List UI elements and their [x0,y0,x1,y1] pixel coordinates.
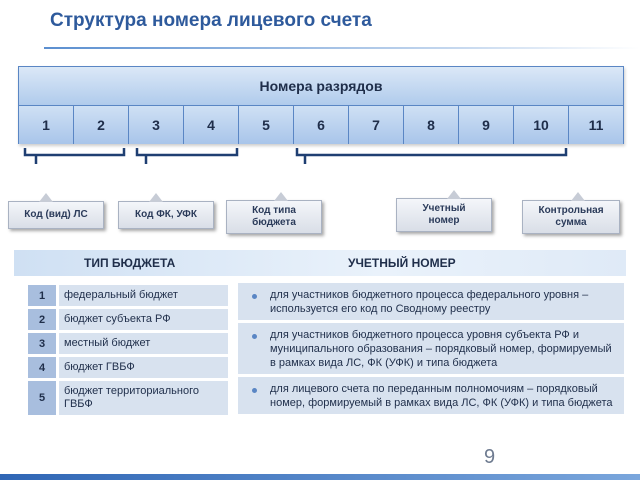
list-item: 5 бюджет территориального ГВБФ [28,381,228,415]
digit-cell-10: 10 [514,106,569,144]
budget-type-number: 1 [28,285,56,306]
digit-cell-5: 5 [239,106,294,144]
account-number-rules: для участников бюджетного процесса федер… [238,283,624,417]
digit-cell-1: 1 [19,106,74,144]
account-rule-text: для лицевого счета по переданным полномо… [270,383,613,409]
list-item: для участников бюджетного процесса федер… [238,283,624,320]
callout-checksum: Контрольная сумма [522,192,620,234]
callout-budget-type-code-line1: Код типа [252,205,296,216]
list-item: для лицевого счета по переданным полномо… [238,377,624,414]
digit-cell-2: 2 [74,106,129,144]
account-rule-text: для участников бюджетного процесса уровн… [270,329,612,369]
list-item: 2 бюджет субъекта РФ [28,309,228,330]
budget-type-number: 4 [28,357,56,378]
brace-budget-type [295,148,568,164]
bullet-icon [252,294,257,299]
footer-bar [0,474,640,480]
digit-cell-7: 7 [349,106,404,144]
digit-positions-header: Номера разрядов [19,67,623,106]
callout-account-number-line1: Учетный [422,203,466,214]
callout-code-fk: Код ФК, УФК [118,193,214,229]
digit-cell-4: 4 [184,106,239,144]
budget-type-label: федеральный бюджет [59,285,228,306]
callout-budget-type-code: Код типа бюджета [226,192,322,234]
brace-code-fk [135,148,239,164]
list-item: 3 местный бюджет [28,333,228,354]
digit-cell-9: 9 [459,106,514,144]
budget-type-label: бюджет территориального ГВБФ [59,381,228,415]
list-item: для участников бюджетного процесса уровн… [238,323,624,374]
bullet-icon [252,334,257,339]
digit-cell-6: 6 [294,106,349,144]
account-number-heading: УЧЕТНЫЙ НОМЕР [348,256,456,270]
digit-positions-row: 1 2 3 4 5 6 7 8 9 10 11 [19,106,623,144]
callout-account-number-line2: номер [428,215,460,226]
page-number: 9 [484,446,496,468]
callout-checksum-line1: Контрольная [538,205,604,216]
brace-code-ls [23,148,126,164]
budget-type-number: 2 [28,309,56,330]
budget-type-label: бюджет ГВБФ [59,357,228,378]
callout-code-ls: Код (вид) ЛС [8,193,104,229]
callout-account-number: Учетный номер [396,190,492,232]
section-header-band: ТИП БЮДЖЕТА УЧЕТНЫЙ НОМЕР [14,250,626,276]
budget-type-label: местный бюджет [59,333,228,354]
list-item: 4 бюджет ГВБФ [28,357,228,378]
budget-type-label: бюджет субъекта РФ [59,309,228,330]
digit-cell-11: 11 [569,106,623,144]
callout-code-fk-label: Код ФК, УФК [135,209,197,220]
budget-type-heading: ТИП БЮДЖЕТА [84,256,176,270]
callout-checksum-line2: сумма [555,217,587,228]
callout-code-ls-label: Код (вид) ЛС [24,209,88,220]
bullet-icon [252,388,257,393]
budget-type-number: 3 [28,333,56,354]
title-underline [44,47,640,49]
digit-cell-3: 3 [129,106,184,144]
list-item: 1 федеральный бюджет [28,285,228,306]
budget-type-list: 1 федеральный бюджет 2 бюджет субъекта Р… [28,285,228,418]
budget-type-number: 5 [28,381,56,415]
digit-cell-8: 8 [404,106,459,144]
grouping-braces [23,148,568,164]
account-rule-text: для участников бюджетного процесса федер… [270,289,589,315]
callout-budget-type-code-line2: бюджета [252,217,296,228]
digit-positions-table: Номера разрядов 1 2 3 4 5 6 7 8 9 10 11 [18,66,624,144]
page-title: Структура номера лицевого счета [50,10,372,31]
